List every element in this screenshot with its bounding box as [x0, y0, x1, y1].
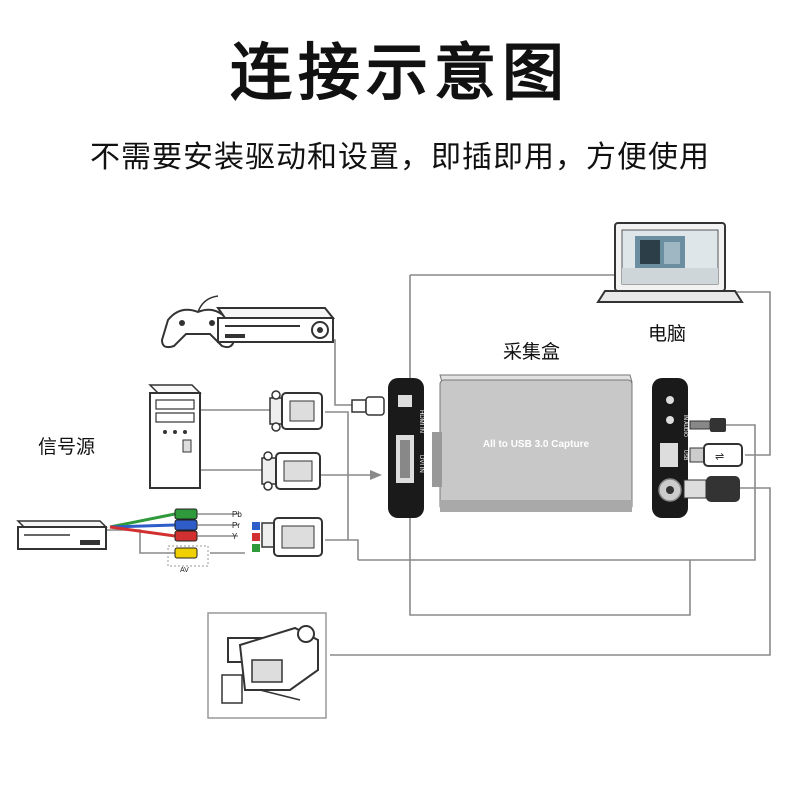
vga-connector-2-icon [261, 451, 321, 491]
pc-tower-icon [148, 384, 202, 489]
port-label-usb: USB [682, 450, 688, 461]
page-subtitle: 不需要安装驱动和设置，即插即用，方便使用 [90, 140, 710, 175]
ypbpr-label-pb: Pb [232, 510, 242, 519]
arrow-into-capture [370, 470, 382, 480]
port-label-audio: IN AUDIO [682, 415, 688, 437]
wire-vga1 [325, 411, 349, 540]
dvi-connector-1-icon [269, 390, 323, 432]
capture-box-text: All to USB 3.0 Capture [483, 439, 590, 450]
ypbpr-label-pr: Pr [232, 521, 240, 530]
av-label: AV [180, 567, 189, 574]
label-capture-box: 采集盒 [503, 341, 561, 363]
camcorder-icon [207, 612, 327, 719]
audio-plug-icon [689, 418, 726, 432]
dvd-player-icon [216, 307, 336, 343]
port-label-dvi: DVI IN [418, 455, 424, 473]
page-title: 连接示意图 [229, 36, 570, 109]
laptop-icon [596, 222, 744, 303]
usb-plug-icon: ⇌ [689, 443, 743, 467]
label-computer: 电脑 [648, 323, 687, 345]
dvd-deck-icon [16, 520, 108, 550]
ypbpr-label-y: Y [232, 532, 238, 541]
video-plug-icon [683, 476, 740, 502]
capture-box-body [432, 374, 633, 512]
label-signal-source: 信号源 [38, 436, 96, 458]
svg-text:⇌: ⇌ [715, 451, 724, 463]
capture-output-panel [652, 378, 688, 518]
wire-bottom [358, 424, 756, 561]
hdmi-plug-icon [351, 396, 385, 416]
capture-input-panel [388, 378, 424, 518]
component-connector-3-icon [252, 517, 323, 557]
rca-cables-icon [109, 508, 238, 567]
wire-laptop-usb [725, 291, 771, 456]
port-label-hdmi: HDMI IN [418, 410, 424, 433]
wire-comp-bottom [348, 539, 359, 560]
